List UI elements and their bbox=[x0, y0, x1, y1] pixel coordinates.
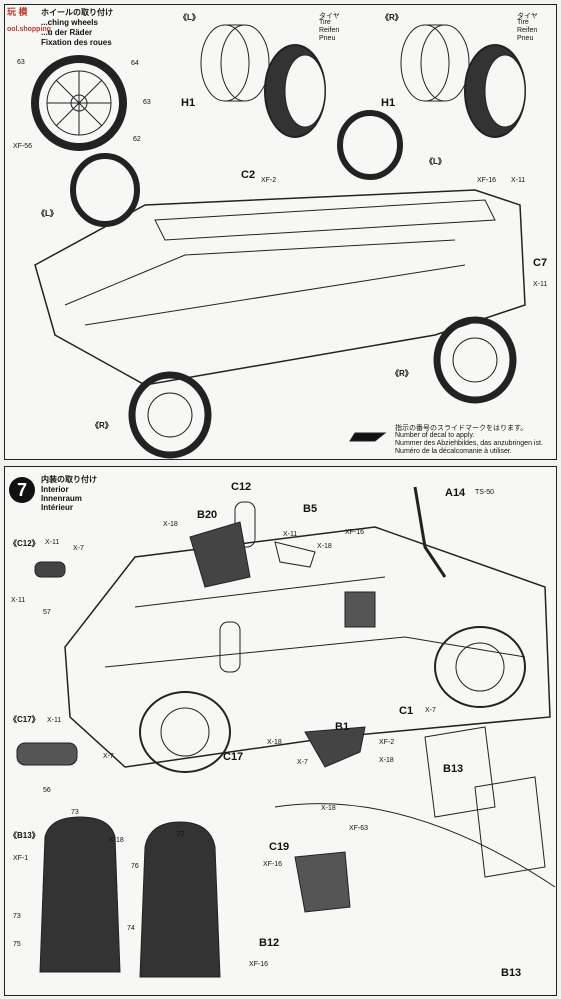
wheel-right-tag: 《R》 bbox=[391, 369, 413, 378]
watermark-site: ool.shopping bbox=[7, 26, 51, 33]
step7-title-en: Interior bbox=[41, 485, 69, 494]
c17-tag: 《C17》 bbox=[9, 715, 40, 724]
b13-decal-76: 76 bbox=[131, 863, 139, 870]
wheel-assembly-diagram bbox=[31, 24, 526, 459]
c17-x7: X-7 bbox=[103, 753, 114, 760]
part-c2: C2 bbox=[241, 169, 256, 181]
tire-fr-left: Pneu bbox=[319, 35, 336, 42]
b13-decal-74: 74 bbox=[127, 925, 135, 932]
decal-62: 62 bbox=[133, 136, 141, 143]
tire-fr-right: Pneu bbox=[517, 35, 534, 42]
step6-title-de: ...u der Räder bbox=[41, 28, 93, 37]
c19-xf63: XF-63 bbox=[349, 825, 369, 832]
b13-decal-75: 75 bbox=[13, 941, 21, 948]
step-7-panel: 7 内装の取り付け Interior Innenraum Intérieur bbox=[4, 466, 557, 996]
color-x11-a: X-11 bbox=[511, 177, 526, 184]
c12-x7: X-7 bbox=[73, 545, 84, 552]
part-c12: C12 bbox=[231, 481, 252, 493]
decal-64: 64 bbox=[131, 60, 139, 67]
b1-x7: X-7 bbox=[297, 759, 308, 766]
b1-xf2: XF-2 bbox=[379, 739, 395, 746]
part-b5: B5 bbox=[303, 503, 318, 515]
step7-title-jp: 内装の取り付け bbox=[41, 475, 97, 484]
part-a14: A14 bbox=[445, 487, 466, 499]
color-xf56: XF-56 bbox=[13, 143, 33, 150]
part-h1-left: H1 bbox=[181, 97, 196, 109]
b5-x18: X-18 bbox=[317, 543, 332, 550]
part-h1-right: H1 bbox=[381, 97, 396, 109]
b13-decal-72: 72 bbox=[177, 831, 185, 838]
c19-x18: X-18 bbox=[321, 805, 336, 812]
b13-decal-73: 73 bbox=[13, 913, 21, 920]
b20-x18: X-18 bbox=[163, 521, 178, 528]
color-xf16: XF-16 bbox=[477, 177, 497, 184]
wheel-left-tag: 《L》 bbox=[37, 209, 58, 218]
step7-title-de: Innenraum bbox=[41, 494, 82, 503]
decal-note-jp: 指示の番号のスライドマークをはります。 bbox=[395, 425, 528, 432]
b13-tag: 《B13》 bbox=[9, 831, 40, 840]
decal-note-fr: Numéro de la décalcomanie à utiliser. bbox=[395, 448, 512, 455]
part-c17: C17 bbox=[223, 751, 244, 763]
decal-63-b: 63 bbox=[143, 99, 151, 106]
c12-x11-a: X-11 bbox=[45, 539, 60, 546]
tire-jp-right: タイヤ bbox=[517, 13, 538, 20]
tire-en-right: Tire bbox=[517, 19, 529, 26]
c19-xf16: XF-16 bbox=[263, 861, 283, 868]
part-c7: C7 bbox=[533, 257, 548, 269]
a14-ts50: TS-50 bbox=[475, 489, 495, 496]
color-xf2: XF-2 bbox=[261, 177, 277, 184]
step6-title-fr: Fixation des roues bbox=[41, 38, 112, 47]
step6-title-en: ...ching wheels bbox=[41, 18, 98, 27]
b1-x18: X-18 bbox=[379, 757, 394, 764]
color-x11-b: X-11 bbox=[533, 281, 548, 288]
tire-de-right: Reifen bbox=[517, 27, 538, 34]
part-b13-b: B13 bbox=[501, 967, 522, 979]
step6-title-jp: ホイールの取り付け bbox=[41, 8, 113, 17]
part-b12: B12 bbox=[259, 937, 280, 949]
tire-en-left: Tire bbox=[319, 19, 331, 26]
decal-57: 57 bbox=[43, 609, 51, 616]
c12-x11-b: X-11 bbox=[11, 597, 26, 604]
part-b20: B20 bbox=[197, 509, 218, 521]
b5-x11: X-11 bbox=[283, 531, 298, 538]
c17-x11: X-11 bbox=[47, 717, 62, 724]
b13-decal-73-top: 73 bbox=[71, 809, 79, 816]
right-tag: 《R》 bbox=[381, 13, 403, 22]
tire-outline bbox=[31, 55, 127, 151]
tire-de-left: Reifen bbox=[319, 27, 340, 34]
decal-56: 56 bbox=[43, 787, 51, 794]
left-tag: 《L》 bbox=[179, 13, 200, 22]
b12-xf16: XF-16 bbox=[249, 961, 269, 968]
tire-jp-left: タイヤ bbox=[319, 13, 340, 20]
c1-x7: X-7 bbox=[425, 707, 436, 714]
watermark-chars: 玩 模 bbox=[7, 7, 28, 17]
b13-x18: X-18 bbox=[109, 837, 124, 844]
part-c19: C19 bbox=[269, 841, 290, 853]
b5-xf16: XF-16 bbox=[345, 529, 365, 536]
wheel-left-tag-right: 《L》 bbox=[425, 157, 446, 166]
b13-xf1: XF-1 bbox=[13, 855, 29, 862]
step-number-badge: 7 bbox=[9, 477, 35, 503]
part-b13-a: B13 bbox=[443, 763, 464, 775]
c12-tag: 《C12》 bbox=[9, 539, 40, 548]
step7-title-fr: Intérieur bbox=[41, 503, 74, 512]
c17-x18: X-18 bbox=[267, 739, 282, 746]
decal-note-en: Number of decal to apply. bbox=[395, 432, 475, 439]
decal-63-a: 63 bbox=[17, 59, 25, 66]
part-b1: B1 bbox=[335, 721, 350, 733]
step-6-panel: 玩 模 ool.shopping ホイールの取り付け ...ching whee… bbox=[4, 4, 557, 460]
decal-note-de: Nummer des Abziehbildes, das anzubringen… bbox=[395, 440, 543, 447]
wheel-right-tag-front: 《R》 bbox=[91, 421, 113, 430]
part-c1: C1 bbox=[399, 705, 414, 717]
interior-assembly-diagram bbox=[16, 486, 556, 978]
